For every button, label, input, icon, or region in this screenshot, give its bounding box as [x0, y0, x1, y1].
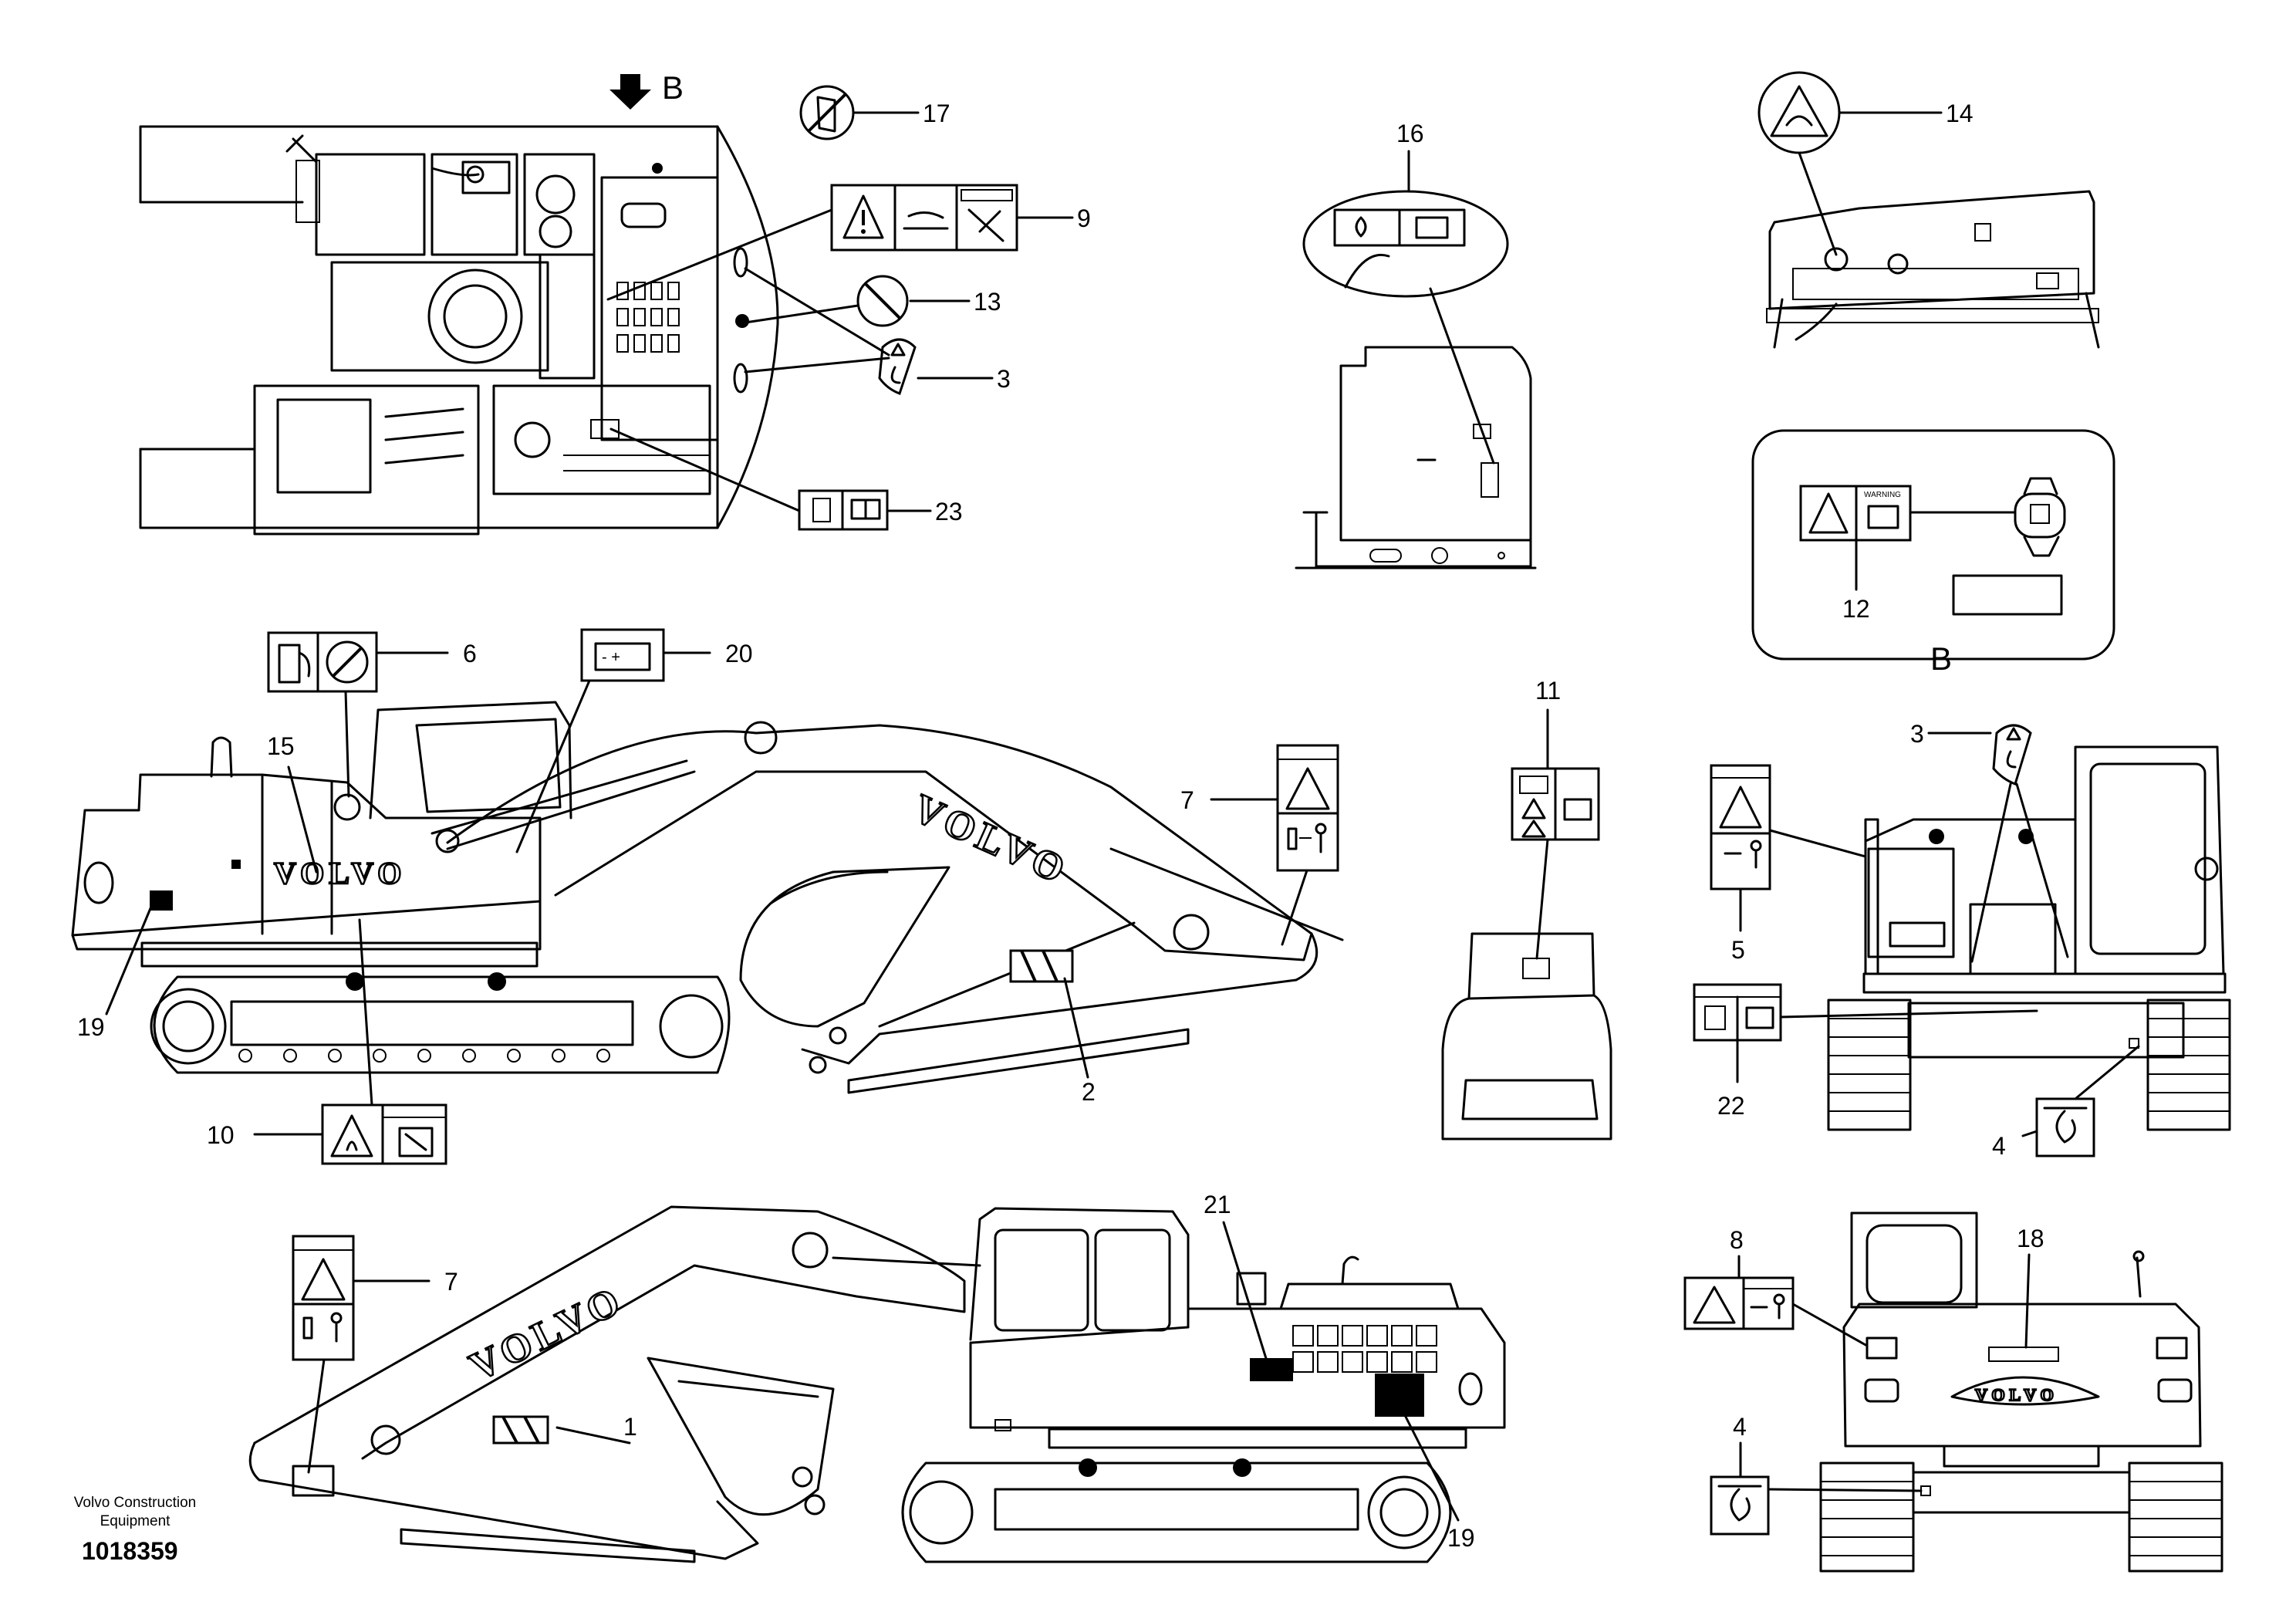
- leader-19-left: [1404, 1415, 1460, 1522]
- decal-7-left-crush-hazard-icon: 7: [292, 1235, 458, 1474]
- document-number: 1018359: [82, 1537, 178, 1565]
- decal-6-no-fire-icon: 6: [267, 631, 477, 798]
- brand-mark-boom-2: VOLVO: [463, 1278, 630, 1390]
- callout-18: 18: [2017, 1225, 2044, 1252]
- decal-5-crush-hazard-icon: 5: [1710, 764, 1867, 964]
- detail-11-seat: 11: [1441, 677, 1612, 1140]
- decal-22-refer-manual-icon: 22: [1693, 983, 2038, 1120]
- callout-15: 15: [267, 732, 295, 760]
- company-name-line-2: Equipment: [100, 1513, 171, 1529]
- callout-9: 9: [1077, 204, 1091, 232]
- view-b-label: B: [662, 69, 684, 106]
- leader-19-side: [105, 901, 154, 1015]
- detail-14-hood: 14: [1757, 71, 2100, 349]
- callout-3-top: 3: [997, 365, 1011, 393]
- callout-4-front: 4: [1992, 1132, 2006, 1160]
- decal-8-crush-hazard-icon: 8: [1683, 1226, 1869, 1347]
- callout-11: 11: [1535, 677, 1561, 705]
- leader-21: [1222, 1221, 1270, 1367]
- callout-17: 17: [923, 100, 950, 127]
- callout-5: 5: [1731, 936, 1745, 964]
- callout-20: 20: [725, 640, 753, 667]
- callout-6: 6: [463, 640, 477, 667]
- detail-16-engine-box: 16: [1295, 120, 1537, 569]
- callout-19-left: 19: [1447, 1524, 1475, 1552]
- decal-9-warning-set-icon: 9: [606, 184, 1091, 301]
- view-b-arrow-icon: [609, 74, 651, 110]
- decal-7-crush-hazard-icon: 7: [1180, 744, 1339, 946]
- callout-13: 13: [974, 288, 1001, 316]
- leader-2: [1063, 977, 1089, 1079]
- decal-3-front-lifting-point-icon: 3: [1910, 720, 2069, 963]
- rear-view-machine: VOLVO: [1819, 1211, 2223, 1573]
- view-b-caption: B: [1930, 640, 1952, 677]
- brand-mark-side-1: VOLVO: [274, 856, 406, 890]
- leader-15: [287, 765, 318, 874]
- decal-20-battery-icon: - + 20: [515, 628, 753, 853]
- callout-16: 16: [1396, 120, 1424, 147]
- front-view-machine: [1827, 745, 2231, 1131]
- warning-header: WARNING: [1864, 491, 1901, 499]
- callout-14: 14: [1946, 100, 1974, 127]
- leader-1: [555, 1426, 631, 1445]
- side-view-machine-left: VOLVO: [248, 1205, 1506, 1563]
- callout-21: 21: [1204, 1191, 1231, 1218]
- company-name-line-1: Volvo Construction: [73, 1495, 197, 1511]
- top-view-machine: B: [139, 69, 779, 536]
- callout-23: 23: [935, 498, 963, 525]
- callout-1: 1: [623, 1413, 637, 1441]
- detail-b-box: WARNING 12 B: [1751, 429, 2115, 677]
- callout-12: 12: [1842, 595, 1870, 623]
- decal-4-front-hook-icon: 4: [1992, 1045, 2140, 1160]
- brand-mark-rear: VOLVO: [1975, 1385, 2058, 1404]
- callout-2: 2: [1082, 1078, 1096, 1106]
- decal-4-rear-hook-icon: 4: [1710, 1413, 1923, 1536]
- decal-10-fire-hazard-icon: 10: [207, 918, 447, 1165]
- callout-22: 22: [1717, 1092, 1745, 1120]
- callout-8: 8: [1730, 1226, 1744, 1254]
- callout-3-front: 3: [1910, 720, 1924, 748]
- decal-23-refer-manual-icon: 23: [590, 419, 963, 531]
- decal-3-lifting-point-icon: 3: [744, 267, 1011, 395]
- footer: Volvo Construction Equipment 1018359: [39, 1494, 231, 1566]
- callout-7-side: 7: [1180, 786, 1194, 814]
- callout-19-side: 19: [77, 1013, 105, 1041]
- decal-17-no-step-icon: 17: [799, 85, 950, 140]
- brand-mark-boom-1: VOLVO: [907, 786, 1075, 894]
- decal-18-model-plate-icon: 18: [2017, 1225, 2044, 1349]
- callout-10: 10: [207, 1121, 235, 1149]
- side-view-machine-right: VOLVO VOLVO: [71, 701, 1344, 1094]
- decal-13-no-entry-icon: 13: [744, 275, 1001, 327]
- callout-7-left: 7: [444, 1268, 458, 1296]
- callout-4-rear: 4: [1733, 1413, 1747, 1441]
- svg-text:- +: - +: [602, 649, 620, 666]
